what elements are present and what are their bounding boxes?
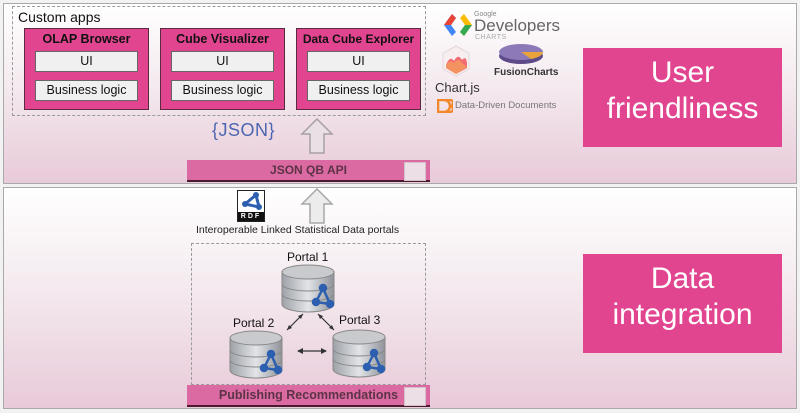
app-title: Cube Visualizer — [176, 32, 269, 46]
bidirectional-arrow-icon — [297, 348, 327, 354]
google-developers-icon — [444, 14, 472, 36]
app-layer-business-logic: Business logic — [35, 80, 138, 101]
project-logo-icon — [404, 387, 426, 406]
app-olap-browser: OLAP Browser UI Business logic — [24, 28, 149, 110]
app-title: OLAP Browser — [42, 32, 131, 46]
portals-group — [191, 243, 426, 385]
fusioncharts-logo-icon — [497, 42, 545, 71]
chartjs-label: Chart.js — [435, 80, 480, 95]
portal-1-database-icon — [281, 264, 335, 313]
portals-caption: Interoperable Linked Statistical Data po… — [196, 224, 400, 236]
portal-1-label: Portal 1 — [287, 250, 329, 264]
label-line: friendliness — [606, 92, 759, 125]
rdf-logo: RDF — [237, 190, 265, 222]
arrow-up-icon — [300, 188, 334, 224]
rdf-label: RDF — [238, 212, 264, 221]
arrow-up-icon — [300, 118, 334, 154]
app-cube-visualizer: Cube Visualizer UI Business logic — [160, 28, 285, 110]
custom-apps-group — [12, 6, 426, 116]
label-line: Data — [650, 262, 715, 295]
json-qb-api-label: JSON QB API — [270, 163, 347, 177]
google-small-label: Google — [474, 11, 497, 18]
google-charts-label: CHARTS — [475, 34, 507, 41]
project-logo-icon — [404, 162, 426, 181]
label-line: User — [650, 56, 715, 89]
app-layer-business-logic: Business logic — [307, 80, 410, 101]
d3-logo-icon — [436, 98, 455, 118]
json-qb-api-bar: JSON QB API — [187, 160, 430, 182]
google-developers-label: Developers — [474, 16, 560, 35]
google-charts-logo — [442, 12, 474, 43]
portal-3-label: Portal 3 — [339, 313, 381, 327]
custom-apps-title: Custom apps — [18, 9, 101, 25]
d3-label: Data-Driven Documents — [455, 100, 557, 111]
rdf-graph-icon — [242, 192, 262, 210]
app-data-cube-explorer: Data Cube Explorer UI Business logic — [296, 28, 421, 110]
app-title: Data Cube Explorer — [302, 32, 415, 46]
json-logo: {JSON} — [212, 120, 276, 140]
publishing-recommendations-bar: Publishing Recommendations — [187, 385, 430, 407]
portal-2-database-icon — [229, 330, 283, 379]
user-friendliness-label: User friendliness — [583, 48, 782, 147]
bidirectional-arrow-icon — [317, 313, 335, 331]
app-layer-ui: UI — [35, 51, 138, 72]
app-layer-ui: UI — [307, 51, 410, 72]
portal-2-label: Portal 2 — [233, 316, 275, 330]
fusioncharts-label: FusionCharts — [494, 67, 559, 78]
label-line: integration — [612, 298, 753, 331]
portal-3-database-icon — [332, 329, 386, 378]
data-integration-label: Data integration — [583, 254, 782, 353]
app-layer-ui: UI — [171, 51, 274, 72]
bidirectional-arrow-icon — [286, 313, 304, 331]
chartjs-logo-icon — [442, 45, 470, 82]
app-layer-business-logic: Business logic — [171, 80, 274, 101]
publishing-recommendations-label: Publishing Recommendations — [218, 388, 399, 402]
